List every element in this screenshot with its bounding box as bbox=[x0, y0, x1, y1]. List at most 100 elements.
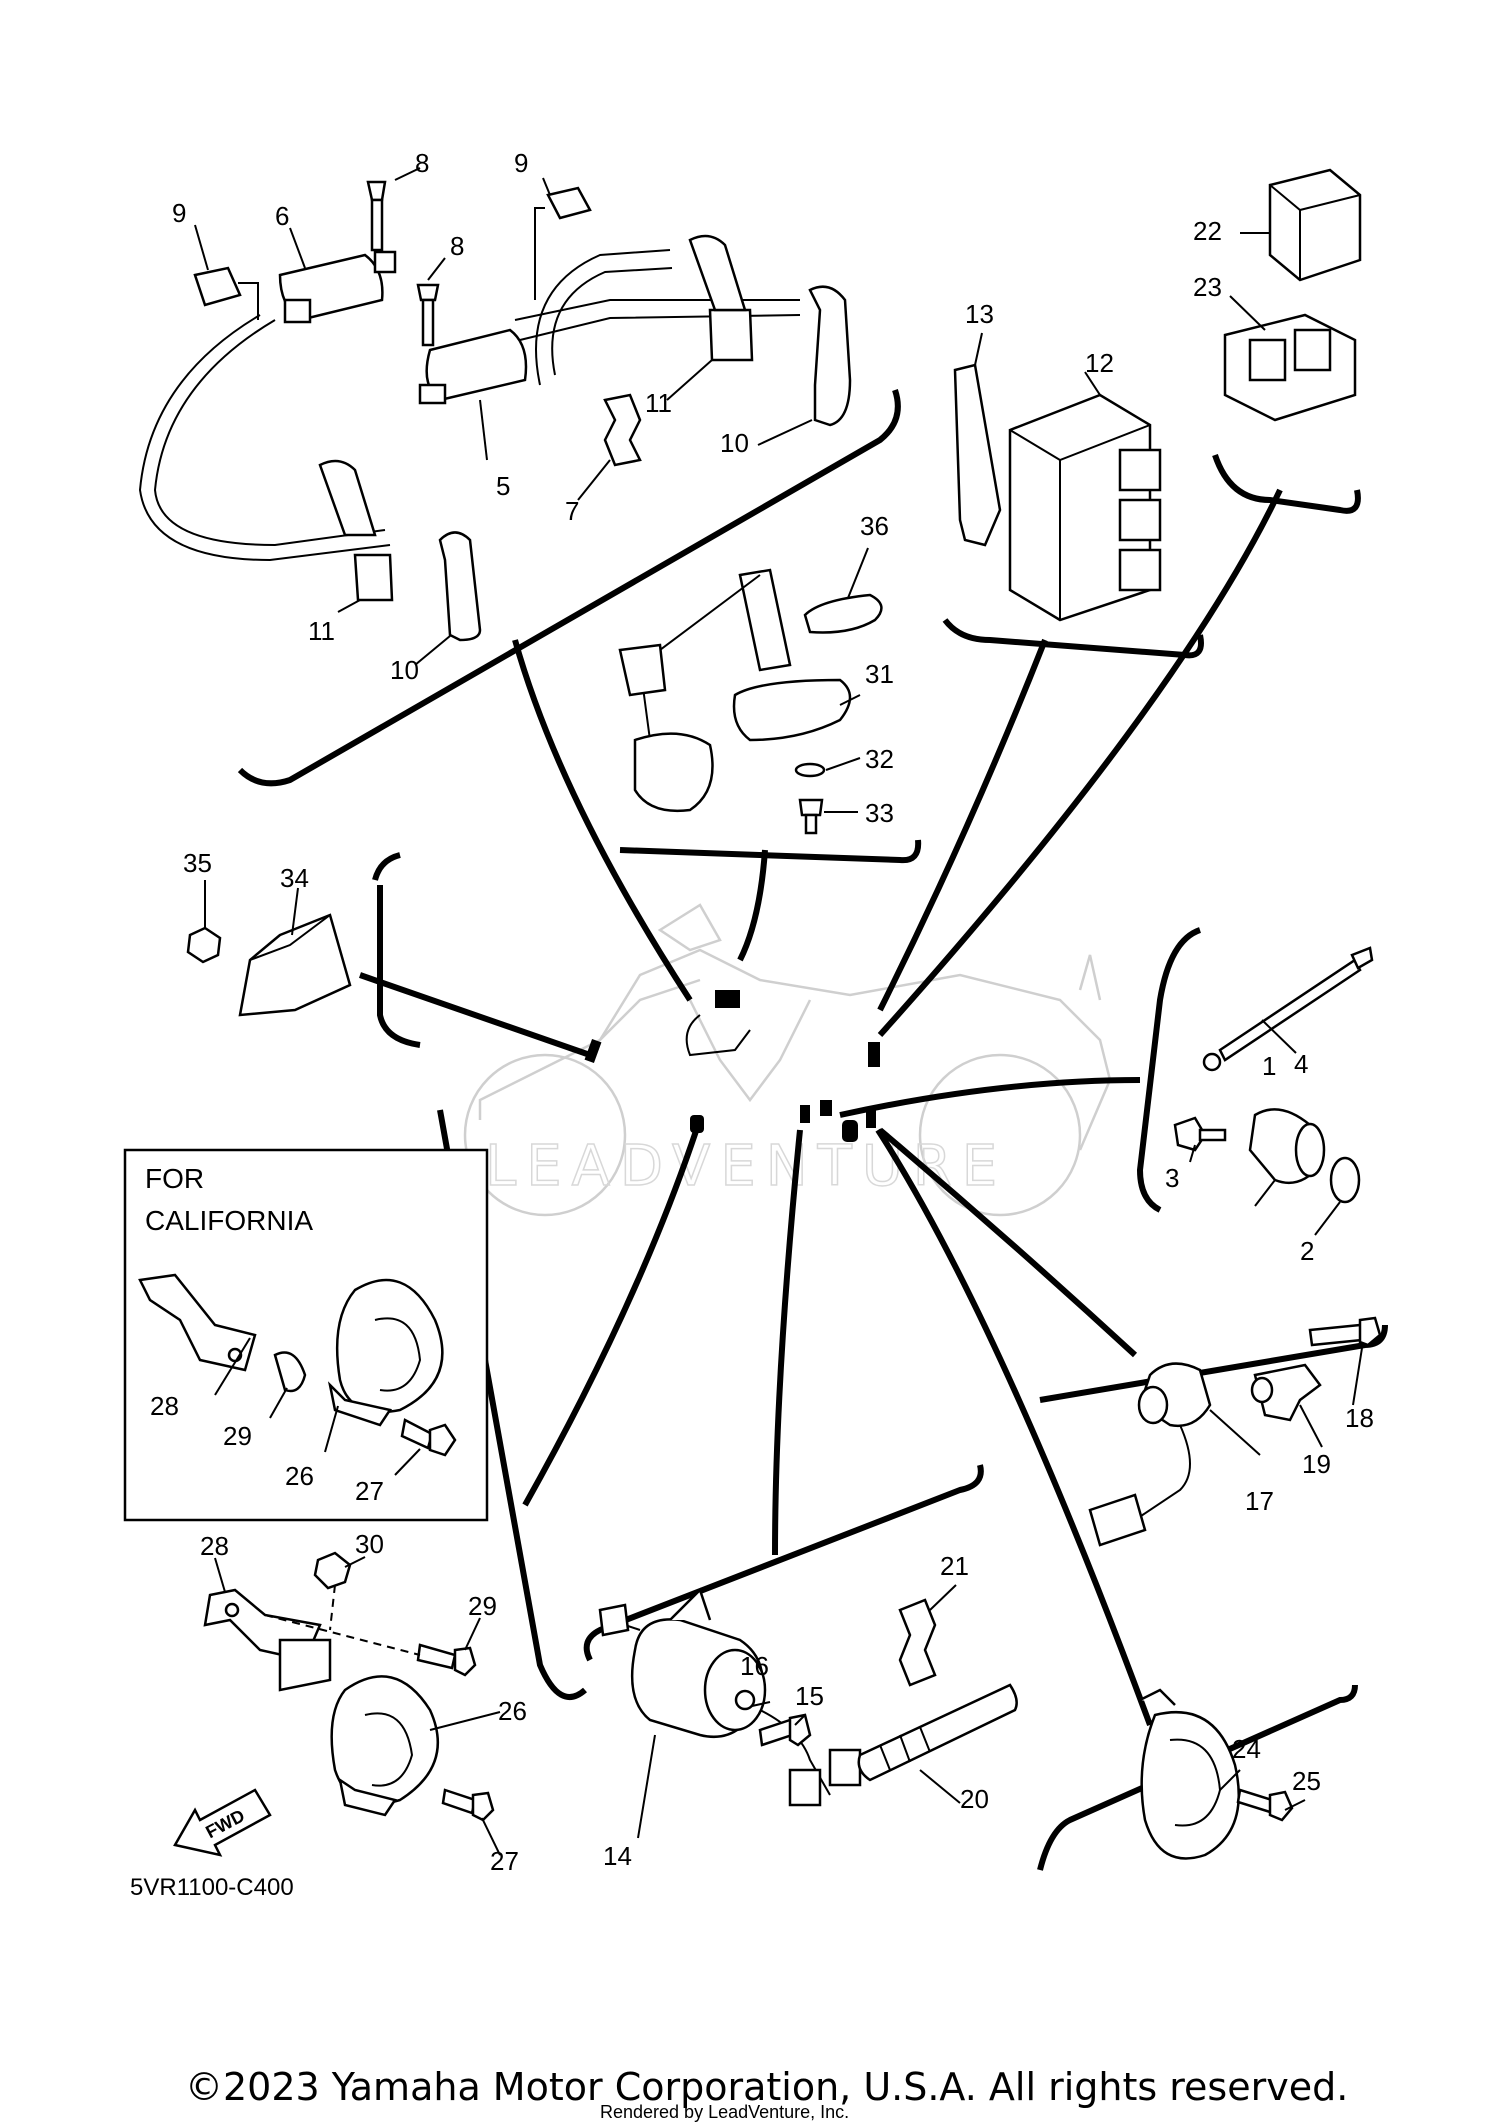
part-number-23: 23 bbox=[1193, 272, 1222, 302]
ecu-strap-13 bbox=[953, 363, 1002, 547]
part-number-30: 30 bbox=[355, 1529, 384, 1559]
part-number-12: 12 bbox=[1085, 348, 1114, 378]
forward-arrow: FWD bbox=[173, 1788, 272, 1857]
horn-26 bbox=[330, 1675, 439, 1805]
centre-connectors bbox=[584, 990, 880, 1142]
part-number-29a: 29 bbox=[223, 1421, 252, 1451]
part-number-18: 18 bbox=[1345, 1403, 1374, 1433]
part-number-7: 7 bbox=[565, 496, 579, 526]
diagram-code: 5VR1100-C400 bbox=[130, 1874, 294, 1901]
bolt-8a bbox=[366, 180, 387, 202]
part-number-8b: 8 bbox=[450, 231, 464, 261]
part-number-13: 13 bbox=[965, 299, 994, 329]
ecu-group bbox=[953, 168, 1362, 622]
part-number-5: 5 bbox=[496, 471, 510, 501]
sensor-rod-4 bbox=[1218, 958, 1362, 1062]
horn-bolt bbox=[400, 1418, 434, 1450]
nut-30 bbox=[313, 1551, 352, 1590]
horn-24 bbox=[1140, 1710, 1240, 1860]
part-number-21: 21 bbox=[940, 1551, 969, 1581]
bolt-27 bbox=[441, 1788, 477, 1815]
part-number-labels: 1 2 3 4 5 6 7 8 8 9 9 10 10 11 11 12 13 … bbox=[150, 148, 1374, 1876]
speed-sensor-group bbox=[1088, 1316, 1382, 1547]
part-number-34: 34 bbox=[280, 863, 309, 893]
part-number-2: 2 bbox=[1300, 1236, 1314, 1266]
part-number-16: 16 bbox=[740, 1651, 769, 1681]
part-number-31: 31 bbox=[865, 659, 894, 689]
washer-32 bbox=[794, 762, 826, 778]
part-number-11a: 11 bbox=[308, 616, 335, 646]
shaft-20 bbox=[857, 1683, 1018, 1782]
watermark: LEADVENTURE bbox=[485, 1134, 1007, 1199]
sensor-bolt-18 bbox=[1308, 1323, 1364, 1347]
reflector-group bbox=[186, 880, 352, 1017]
plug-cap-11a bbox=[708, 308, 754, 362]
relay-22 bbox=[1268, 168, 1362, 282]
part-number-29b: 29 bbox=[468, 1591, 497, 1621]
fuel-float bbox=[633, 732, 714, 812]
bolt-15 bbox=[758, 1718, 794, 1747]
fuel-sender-arm bbox=[738, 568, 792, 672]
bolt-29 bbox=[416, 1643, 457, 1670]
horn-group bbox=[203, 1551, 501, 1856]
ignition-coil-group bbox=[138, 167, 852, 666]
part-number-27a: 27 bbox=[355, 1476, 384, 1506]
part-number-28b: 28 bbox=[200, 1531, 229, 1561]
part-number-4: 4 bbox=[1294, 1049, 1308, 1079]
part-number-22: 22 bbox=[1193, 216, 1222, 246]
hose-clip-7 bbox=[603, 393, 642, 467]
washer-16 bbox=[734, 1689, 756, 1711]
sensor-group bbox=[1173, 946, 1374, 1236]
sender-gasket-31 bbox=[732, 678, 852, 742]
hub-lines bbox=[359, 488, 1283, 1727]
o-ring-2 bbox=[1329, 1156, 1361, 1204]
part-number-33: 33 bbox=[865, 798, 894, 828]
part-number-36: 36 bbox=[860, 511, 889, 541]
part-number-20: 20 bbox=[960, 1784, 989, 1814]
plug-cap-10b bbox=[438, 531, 482, 642]
clip-9a bbox=[193, 266, 242, 307]
horn bbox=[335, 1278, 444, 1414]
part-number-10b: 10 bbox=[720, 428, 749, 458]
rendered-by-notice: Rendered by LeadVenture, Inc. bbox=[600, 2102, 849, 2122]
relay-group bbox=[598, 1584, 1018, 1839]
part-number-14: 14 bbox=[603, 1841, 632, 1871]
part-number-9a: 9 bbox=[172, 198, 186, 228]
part-number-32: 32 bbox=[865, 744, 894, 774]
screw-33 bbox=[798, 798, 824, 817]
plug-cap-11b bbox=[353, 553, 394, 602]
horn-washer bbox=[273, 1351, 307, 1393]
part-number-35: 35 bbox=[183, 848, 212, 878]
nut-35 bbox=[186, 926, 222, 964]
part-number-24: 24 bbox=[1232, 1734, 1261, 1764]
sender-gasket-36 bbox=[803, 593, 883, 634]
clip-9b bbox=[546, 186, 592, 220]
horn-24-group bbox=[1139, 1688, 1306, 1860]
part-number-26a: 26 bbox=[285, 1461, 314, 1491]
fuel-sender-group bbox=[618, 547, 883, 835]
sensor-bracket-19 bbox=[1253, 1363, 1322, 1422]
part-number-8a: 8 bbox=[415, 148, 429, 178]
part-number-25: 25 bbox=[1292, 1766, 1321, 1796]
part-number-9b: 9 bbox=[514, 148, 528, 178]
plug-cap-10a bbox=[808, 285, 852, 427]
california-label-line2: CALIFORNIA bbox=[145, 1205, 313, 1236]
part-number-6: 6 bbox=[275, 201, 289, 231]
part-number-10a: 10 bbox=[390, 655, 419, 685]
bolt-8b bbox=[416, 283, 440, 302]
part-number-17: 17 bbox=[1245, 1486, 1274, 1516]
clamp-21 bbox=[898, 1598, 937, 1687]
reflector-34 bbox=[238, 913, 352, 1017]
relay-holder-23 bbox=[1223, 313, 1357, 422]
part-number-26b: 26 bbox=[498, 1696, 527, 1726]
part-number-11b: 11 bbox=[645, 388, 672, 418]
ignition-coil-5 bbox=[425, 328, 528, 402]
horn-bracket bbox=[138, 1273, 257, 1372]
part-number-27b: 27 bbox=[490, 1846, 519, 1876]
sensor-bolt-3 bbox=[1173, 1116, 1207, 1152]
california-box: FOR CALIFORNIA bbox=[123, 1148, 489, 1522]
part-number-28a: 28 bbox=[150, 1391, 179, 1421]
part-number-19: 19 bbox=[1302, 1449, 1331, 1479]
copyright-notice: ©2023 Yamaha Motor Corporation, U.S.A. A… bbox=[185, 2065, 1348, 2109]
